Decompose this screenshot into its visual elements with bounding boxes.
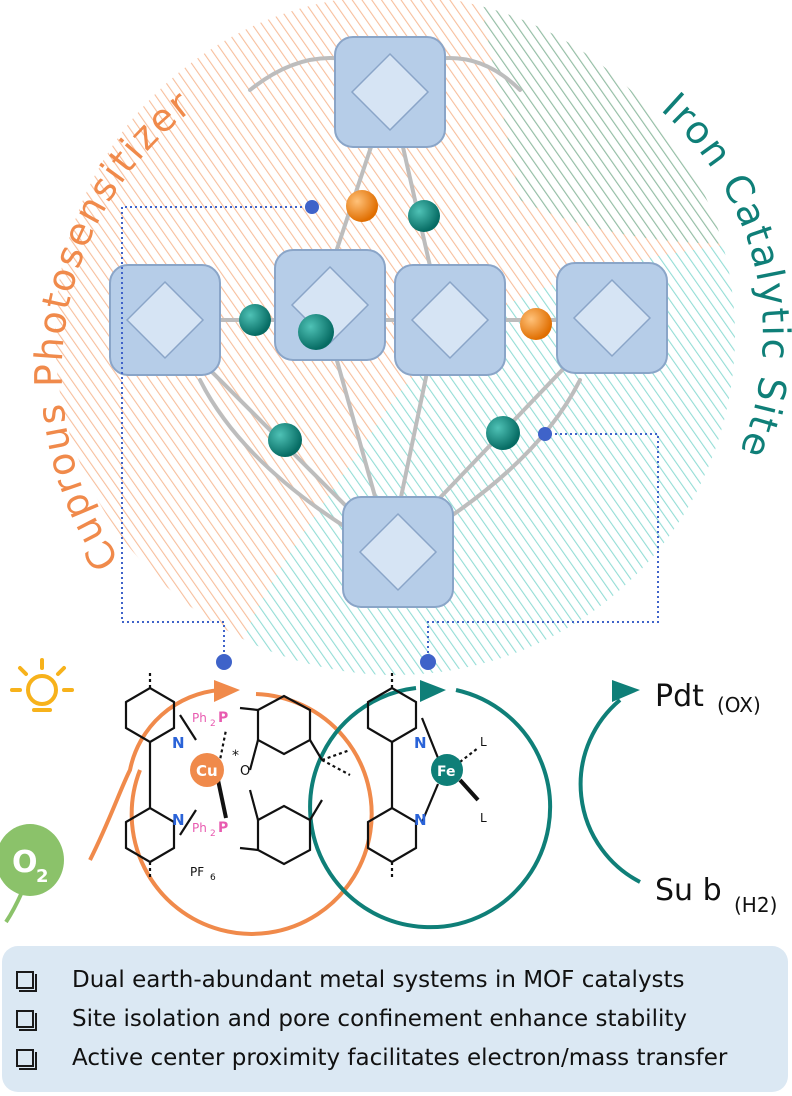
cluster-top [334,36,446,148]
l-ligand: L [480,811,487,825]
ph-sub-top: 2 [210,719,216,729]
fe-sphere [239,304,271,336]
cu-sphere [346,190,378,222]
o2-balloon-icon: O 2 [0,824,64,924]
n-atom: N [172,811,185,829]
cycle-cu [88,680,374,936]
counter-ion: PF [190,865,204,879]
ph-sub-bottom: 2 [210,829,216,839]
metal-sites [239,190,552,457]
counter-ion-sub: 6 [210,873,216,883]
highlights-panel: Dual earth-abundant metal systems in MOF… [2,946,788,1092]
dotted-connectors [121,206,659,660]
ph-ligand-bottom: Ph [192,821,207,835]
connector-dot [305,200,319,214]
stereo-star: * [232,748,239,764]
fe-sphere [408,200,440,232]
cluster-center-left [274,249,386,361]
cu-metal-label: Cu [196,762,218,780]
cu-sphere [520,308,552,340]
p-atom-bottom: P [218,820,228,836]
highlight-text: Dual earth-abundant metal systems in MOF… [72,966,685,993]
product-subscript: (OX) [717,693,761,717]
highlight-item: Site isolation and pore confinement enha… [16,999,788,1038]
checkbox-icon [16,1009,37,1031]
connector-dot [216,654,232,670]
cluster-left [109,264,221,376]
sun-icon [10,658,74,712]
highlight-text: Site isolation and pore confinement enha… [72,1005,687,1032]
fe-metal-label: Fe [437,764,456,780]
cluster-bottom [342,496,454,608]
substrate-label: Su b [655,873,722,908]
cycle-product [578,680,641,884]
substrate-subscript: (H2) [734,893,777,917]
highlight-item: Active center proximity facilitates elec… [16,1038,788,1077]
mof-clusters [109,36,668,608]
connector-dot [538,427,552,441]
reaction-labels: Pdt (OX) Su b (H2) [655,679,777,917]
checkbox-icon [16,970,37,992]
n-atom: N [172,734,185,752]
highlight-text: Active center proximity facilitates elec… [72,1044,728,1071]
highlight-item: Dual earth-abundant metal systems in MOF… [16,960,788,999]
checkbox-icon [16,1048,37,1070]
product-label: Pdt [655,679,704,714]
l-ligand: L [480,735,487,749]
cluster-center-right [394,264,506,376]
fe-complex: Fe N N L L [366,672,487,878]
o2-subscript: 2 [36,866,49,887]
cycle-fe [308,680,553,930]
fe-sphere [268,423,302,457]
n-atom: N [414,734,427,752]
n-atom: N [414,811,427,829]
o2-label: O [12,845,38,880]
o-atom: O [240,764,250,779]
fe-sphere [486,416,520,450]
p-atom-top: P [218,710,228,726]
cluster-right [556,262,668,374]
ph-ligand-top: Ph [192,711,207,725]
connector-dot [420,654,436,670]
cu-complex: Cu N N O * Ph 2 P Ph 2 P PF 6 [124,672,351,883]
fe-sphere [298,314,334,350]
